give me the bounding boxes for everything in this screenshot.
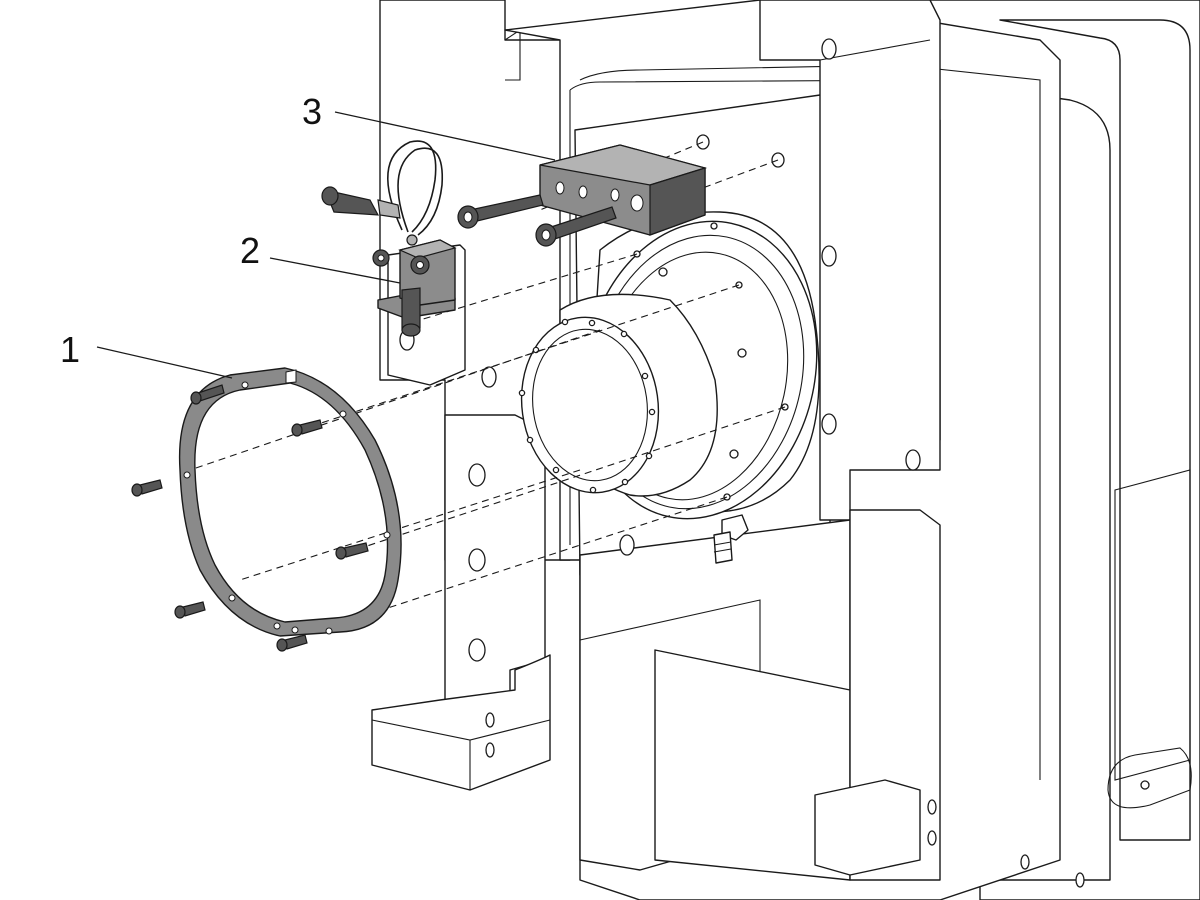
part-3-block bbox=[457, 144, 708, 247]
screw-lower bbox=[535, 206, 617, 247]
ring-screw-2 bbox=[291, 419, 323, 437]
callout-3: 3 bbox=[302, 91, 556, 161]
ring-screw-5 bbox=[174, 601, 206, 619]
callout-2-label: 2 bbox=[240, 230, 260, 271]
ring-screw-6 bbox=[276, 634, 308, 652]
screw-upper bbox=[457, 194, 544, 229]
callout-3-label: 3 bbox=[302, 91, 322, 132]
callout-1-leader bbox=[96, 346, 233, 379]
ring-screw-3 bbox=[131, 479, 163, 497]
part-2-sensor bbox=[321, 140, 457, 337]
part-1-ring bbox=[131, 367, 402, 652]
air-fitting bbox=[713, 514, 749, 564]
ring-screw-1 bbox=[190, 384, 225, 405]
callout-3-leader bbox=[334, 111, 556, 161]
callout-1: 1 bbox=[60, 329, 233, 379]
spindle-housing bbox=[518, 211, 820, 564]
callout-2-leader bbox=[269, 257, 401, 284]
callout-2: 2 bbox=[240, 230, 401, 284]
ring-screw-4 bbox=[335, 542, 369, 560]
flange-holes bbox=[518, 318, 656, 494]
callout-1-label: 1 bbox=[60, 329, 80, 370]
